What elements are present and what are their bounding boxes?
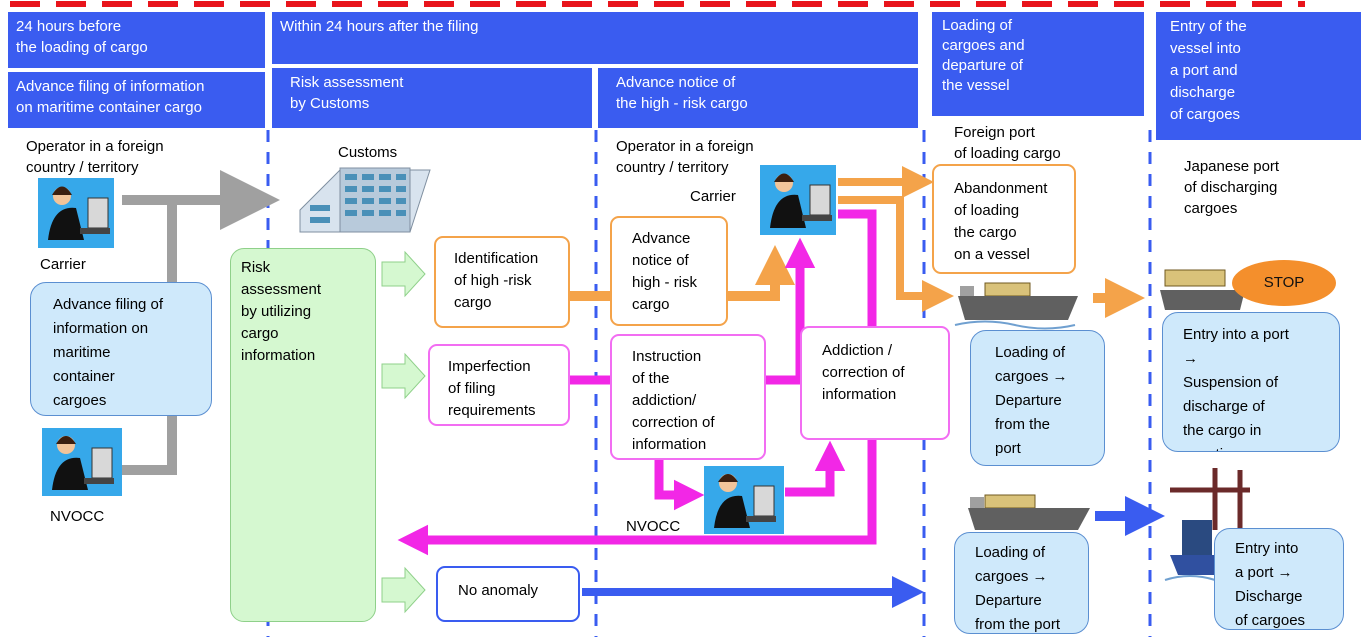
box-loading-departure-2: Loading of cargoes → Departure from the … <box>954 532 1089 634</box>
header-advance-filing: Advance filing of information on maritim… <box>8 72 265 128</box>
box-advance-filing: Advance filing of information on maritim… <box>30 282 212 416</box>
box-no-anomaly: No anomaly <box>436 566 580 622</box>
green-arrow-3 <box>381 566 426 614</box>
header-within-24h: Within 24 hours after the filing <box>272 12 918 64</box>
label-foreign-port: Foreign port of loading cargo <box>954 124 1061 162</box>
box-entry-suspension: Entry into a port → Suspension of discha… <box>1162 312 1340 452</box>
operator-nvocc-icon-2 <box>704 466 784 534</box>
header-entry-discharge: Entry of the vessel into a port and disc… <box>1156 12 1361 140</box>
box-advance-notice: Advance notice of high - risk cargo <box>610 216 728 326</box>
label-operator-foreign-1: Operator in a foreign country / territor… <box>26 138 164 176</box>
stop-sign: STOP <box>1232 260 1336 306</box>
orange-notice-to-carrier <box>728 245 795 301</box>
box-risk-assessment: Risk assessment by utilizing cargo infor… <box>230 248 376 622</box>
port-crane-icon <box>1164 468 1250 581</box>
box-entry-discharge: Entry into a port → Discharge of cargoes <box>1214 528 1344 630</box>
cargo-ship-icon-2 <box>968 494 1090 530</box>
header-24h-before: 24 hours before the loading of cargo <box>8 12 265 68</box>
box-addiction-correction: Addiction / correction of information <box>800 326 950 440</box>
box-instruction-correction: Instruction of the addiction/ correction… <box>610 334 766 460</box>
label-customs: Customs <box>338 144 398 161</box>
pink-nvocc-to-correction <box>785 440 846 497</box>
green-arrow-2 <box>381 352 426 400</box>
label-carrier-2: Carrier <box>690 188 736 205</box>
label-operator-foreign-2: Operator in a foreign country / territor… <box>616 138 754 176</box>
header-risk-assessment: Risk assessment by Customs <box>272 68 592 128</box>
label-carrier-1: Carrier <box>40 256 86 273</box>
operator-carrier-icon-1 <box>38 178 114 248</box>
operator-nvocc-icon-1 <box>42 428 122 496</box>
label-nvocc-2: NVOCC <box>626 518 681 535</box>
header-advance-notice: Advance notice of the high - risk cargo <box>598 68 918 128</box>
box-identification-high-risk: Identification of high -risk cargo <box>434 236 570 328</box>
customs-building-icon <box>299 167 431 233</box>
label-japanese-port: Japanese port of discharging cargoes <box>1184 158 1280 217</box>
orange-carrier-to-ship <box>838 196 954 312</box>
operator-carrier-icon-2 <box>760 165 836 235</box>
label-nvocc-1: NVOCC <box>50 508 105 525</box>
green-arrow-1 <box>381 250 426 298</box>
box-imperfection-filing: Imperfection of filing requirements <box>428 344 570 426</box>
pink-instruction-to-nvocc <box>654 460 705 511</box>
header-loading-departure: Loading of cargoes and departure of the … <box>932 12 1144 116</box>
cargo-ship-icon-1 <box>954 282 1078 330</box>
cargo-ship-icon-3 <box>1160 269 1245 310</box>
box-loading-departure-1: Loading of cargoes → Departure from the … <box>970 330 1105 466</box>
box-abandonment: Abandonment of loading the cargo on a ve… <box>932 164 1076 274</box>
